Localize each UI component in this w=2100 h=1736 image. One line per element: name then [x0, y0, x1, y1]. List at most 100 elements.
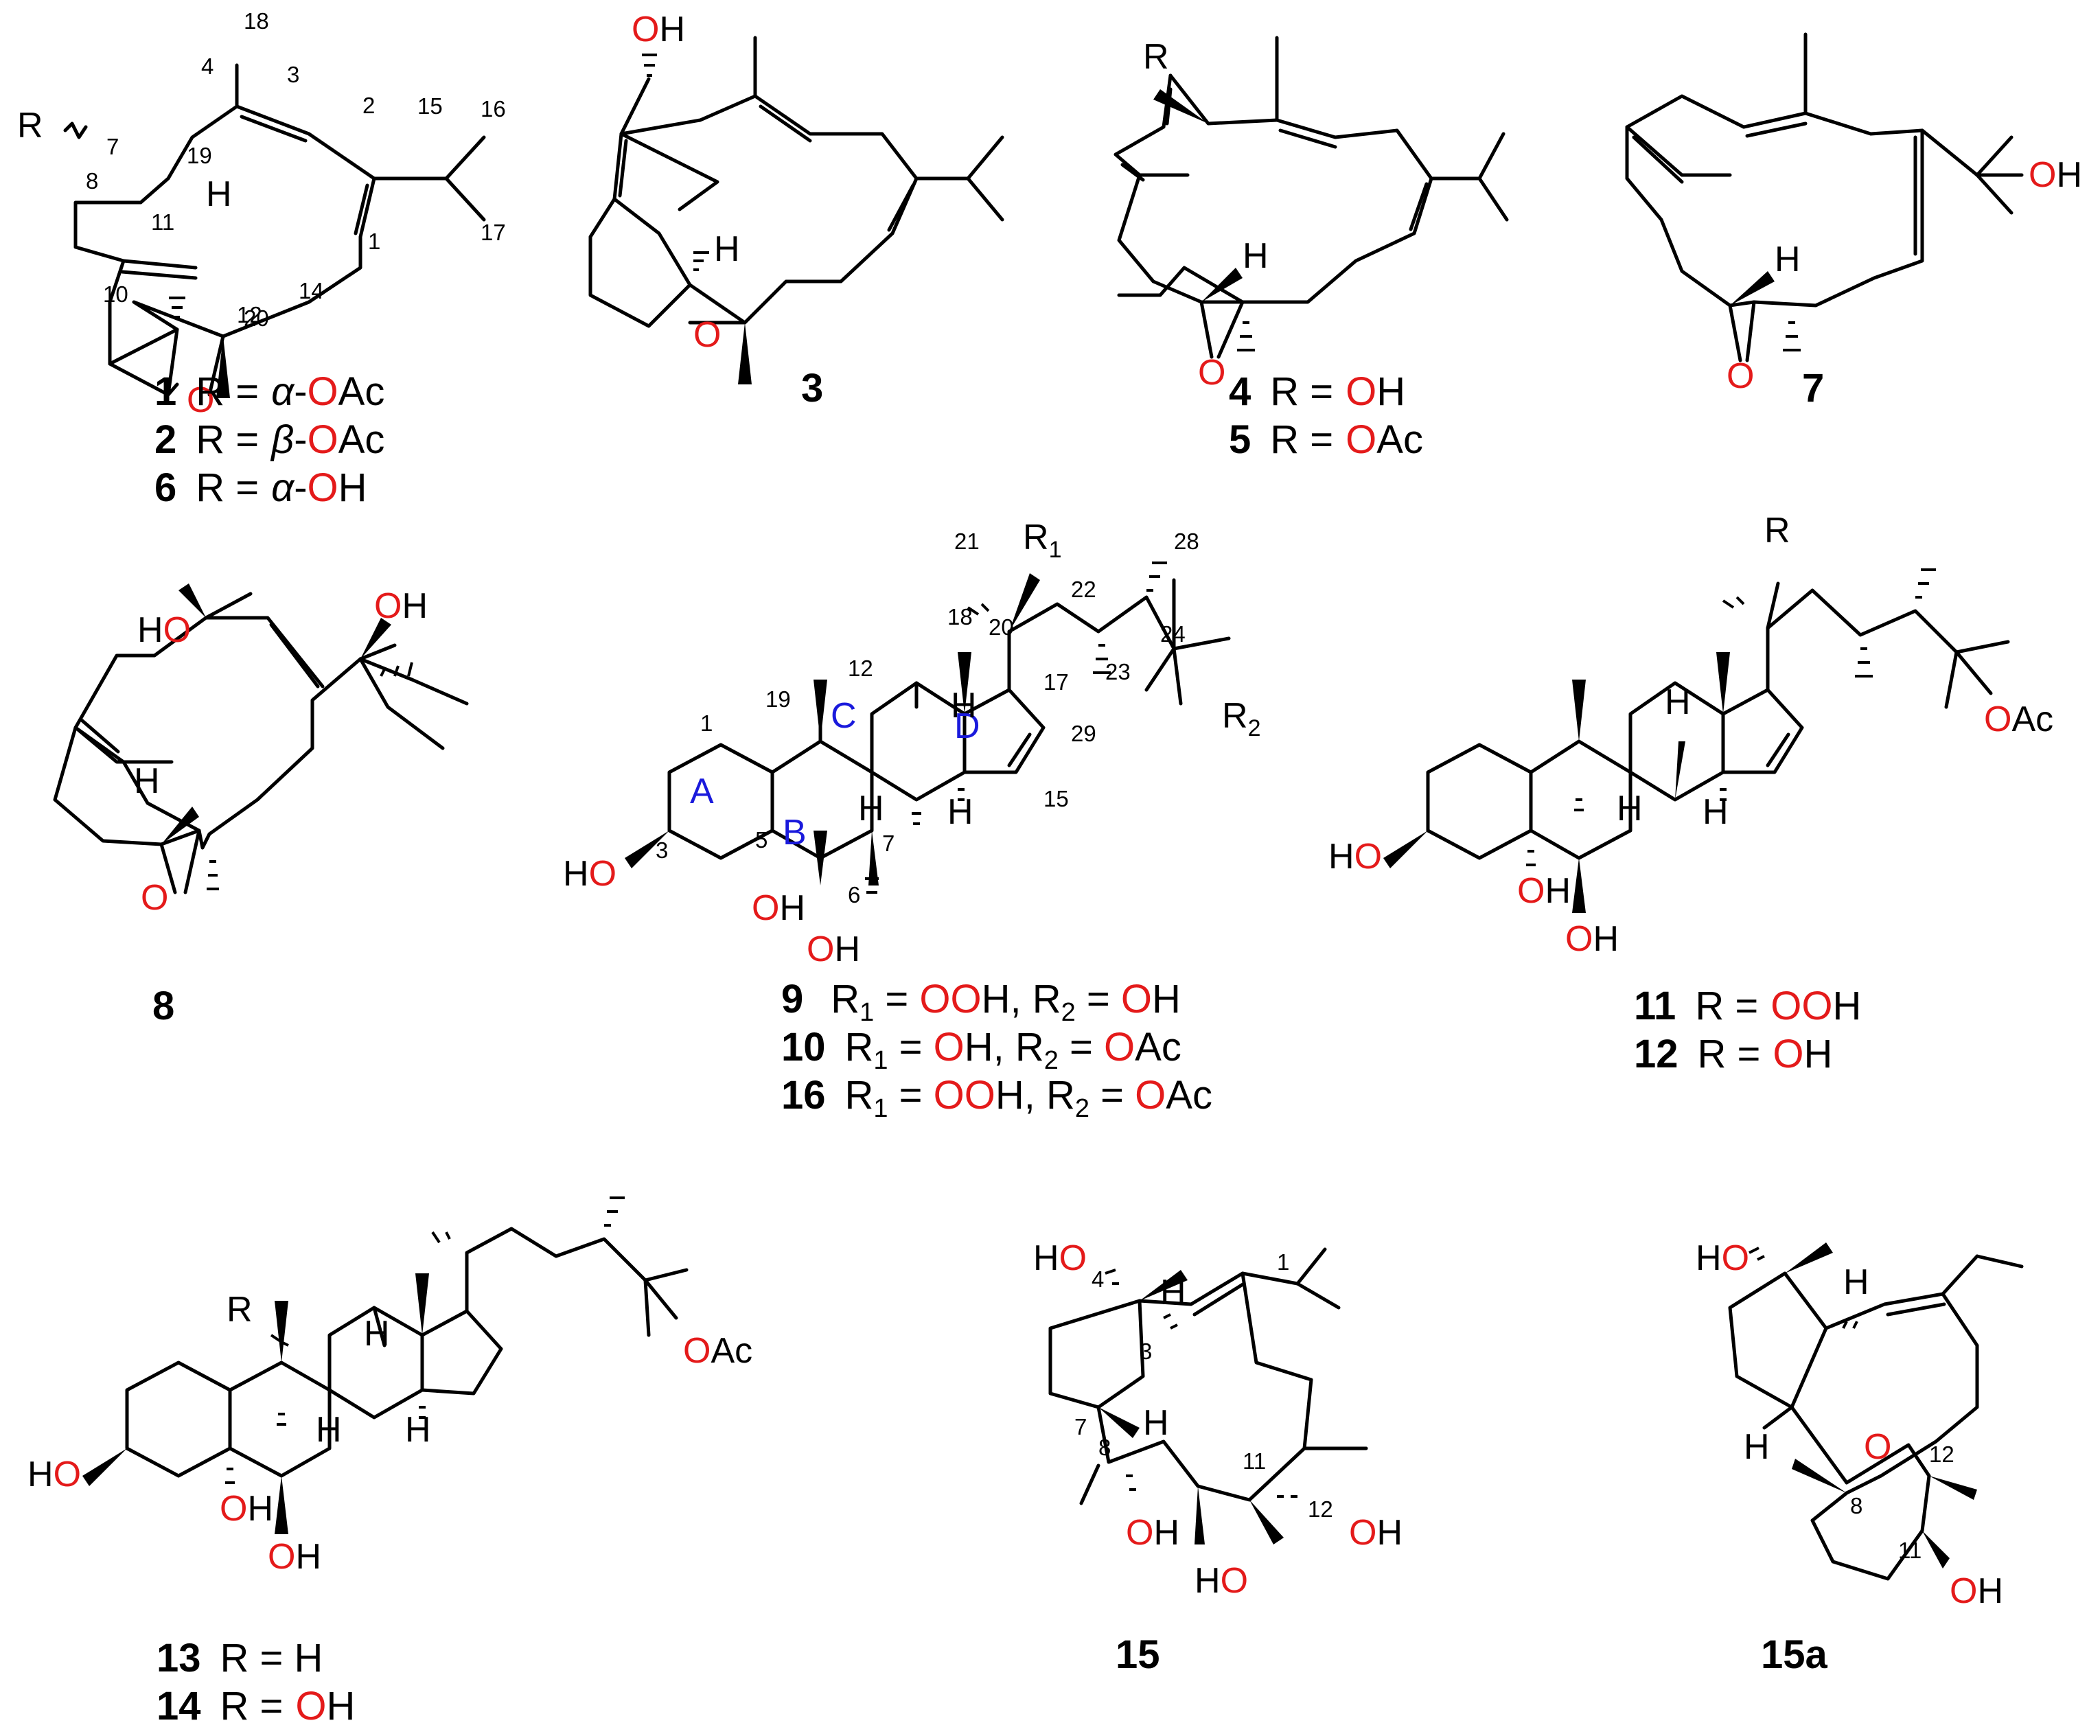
epoxide-oxygen: O — [1727, 356, 1754, 396]
ether-oxygen: O — [1864, 1427, 1891, 1467]
ring-label-a: A — [690, 772, 714, 811]
atom-number: 1 — [700, 710, 713, 736]
atom-number: 17 — [481, 220, 506, 245]
atom-number: 4 — [1092, 1266, 1104, 1292]
hydroxyl-label: OH — [807, 929, 860, 969]
hydroxyl-label: OH — [220, 1489, 273, 1529]
hydrogen-label: H — [134, 761, 160, 801]
atom-number: 4 — [201, 54, 214, 79]
atom-number: 11 — [1898, 1538, 1922, 1563]
atom-number: 7 — [106, 134, 119, 159]
atom-number: 7 — [882, 831, 895, 856]
epoxide-oxygen: O — [141, 878, 168, 918]
structure-9: A B C D HO OH OH R1 R2 H H H 1 3 5 6 7 1… — [563, 518, 1260, 969]
atom-number: 20 — [989, 614, 1014, 640]
acetoxy-label: OAc — [683, 1331, 752, 1371]
atom-number: 3 — [287, 62, 299, 87]
atom-number: 18 — [244, 8, 269, 34]
hydroxyl-label: HO — [1696, 1238, 1749, 1278]
ring-label-d: D — [954, 706, 980, 746]
atom-number: 2 — [362, 93, 375, 118]
hydroxyl-label: HO — [27, 1455, 81, 1494]
hydrogen-label: H — [1665, 682, 1691, 722]
hydrogen-label: H — [405, 1410, 431, 1450]
hydrogen-label: H — [206, 174, 232, 214]
hydroxyl-label: HO — [1033, 1238, 1087, 1278]
atom-number: 6 — [848, 882, 860, 907]
hydrogen-label: H — [1744, 1427, 1770, 1467]
atom-number: 28 — [1174, 529, 1199, 554]
hydrogen-label: H — [364, 1314, 390, 1354]
atom-number: 19 — [765, 686, 791, 712]
hydrogen-label: H — [951, 686, 977, 726]
structure-3: OH H O 3 — [588, 10, 1004, 410]
ring-label-c: C — [831, 696, 857, 736]
atom-number: 23 — [1105, 659, 1131, 684]
r2-label: R2 — [1222, 696, 1260, 741]
hydroxyl-label: OH — [1349, 1513, 1403, 1553]
r-group-label: R — [17, 106, 43, 146]
hydroxyl-label: OH — [752, 888, 805, 928]
hydrogen-label: H — [316, 1410, 342, 1450]
hydroxyl-label: HO — [563, 854, 616, 894]
compound-caption-3: 3 — [801, 366, 823, 410]
atom-number: 12 — [1929, 1442, 1954, 1467]
atom-number: 3 — [656, 837, 668, 863]
structure-15a: HO OH O H H 8 11 12 15a — [1696, 1238, 2024, 1677]
compound-caption-8: 8 — [152, 984, 174, 1028]
hydrogen-label: H — [1703, 792, 1729, 832]
atom-number: 22 — [1071, 577, 1096, 602]
r1-label: R1 — [1023, 518, 1061, 563]
atom-number: 18 — [947, 604, 973, 629]
hydroxyl-label: OH — [632, 10, 685, 49]
atom-number: 16 — [481, 96, 506, 121]
hydrogen-label: H — [1160, 1273, 1186, 1312]
hydrogen-label: H — [947, 792, 973, 832]
hydroxyl-label: HO — [1328, 837, 1382, 877]
epoxide-oxygen: O — [187, 380, 214, 420]
atom-number: 1 — [1277, 1249, 1289, 1275]
atom-number: 8 — [1098, 1435, 1111, 1460]
atom-number: 12 — [237, 302, 262, 327]
r-group-label: R — [227, 1290, 253, 1330]
hydroxyl-label: OH — [268, 1537, 321, 1577]
atom-number: 12 — [848, 656, 873, 681]
hydroxyl-label: HO — [137, 610, 191, 650]
epoxide-oxygen: O — [1198, 353, 1225, 393]
compound-caption-15: 15 — [1116, 1632, 1160, 1677]
atom-number: 3 — [1140, 1339, 1152, 1364]
hydrogen-label: H — [1143, 1403, 1169, 1443]
compound-caption-7: 7 — [1802, 366, 1824, 410]
atom-number: 11 — [151, 209, 174, 235]
atom-number: 15 — [1043, 786, 1069, 811]
atom-number: 14 — [299, 278, 324, 303]
hydrogen-label: H — [1775, 240, 1801, 279]
atom-number: 17 — [1043, 669, 1069, 695]
atom-number: 12 — [1308, 1496, 1333, 1522]
hydrogen-label: H — [1617, 789, 1643, 829]
atom-number: 7 — [1074, 1414, 1087, 1439]
atom-number: 15 — [417, 93, 443, 119]
hydroxyl-label: OH — [1950, 1571, 2003, 1611]
hydrogen-label: H — [858, 789, 884, 829]
acetoxy-label: OAc — [1984, 699, 2053, 739]
atom-number: 1 — [368, 229, 380, 254]
hydrogen-label: H — [1843, 1262, 1869, 1302]
